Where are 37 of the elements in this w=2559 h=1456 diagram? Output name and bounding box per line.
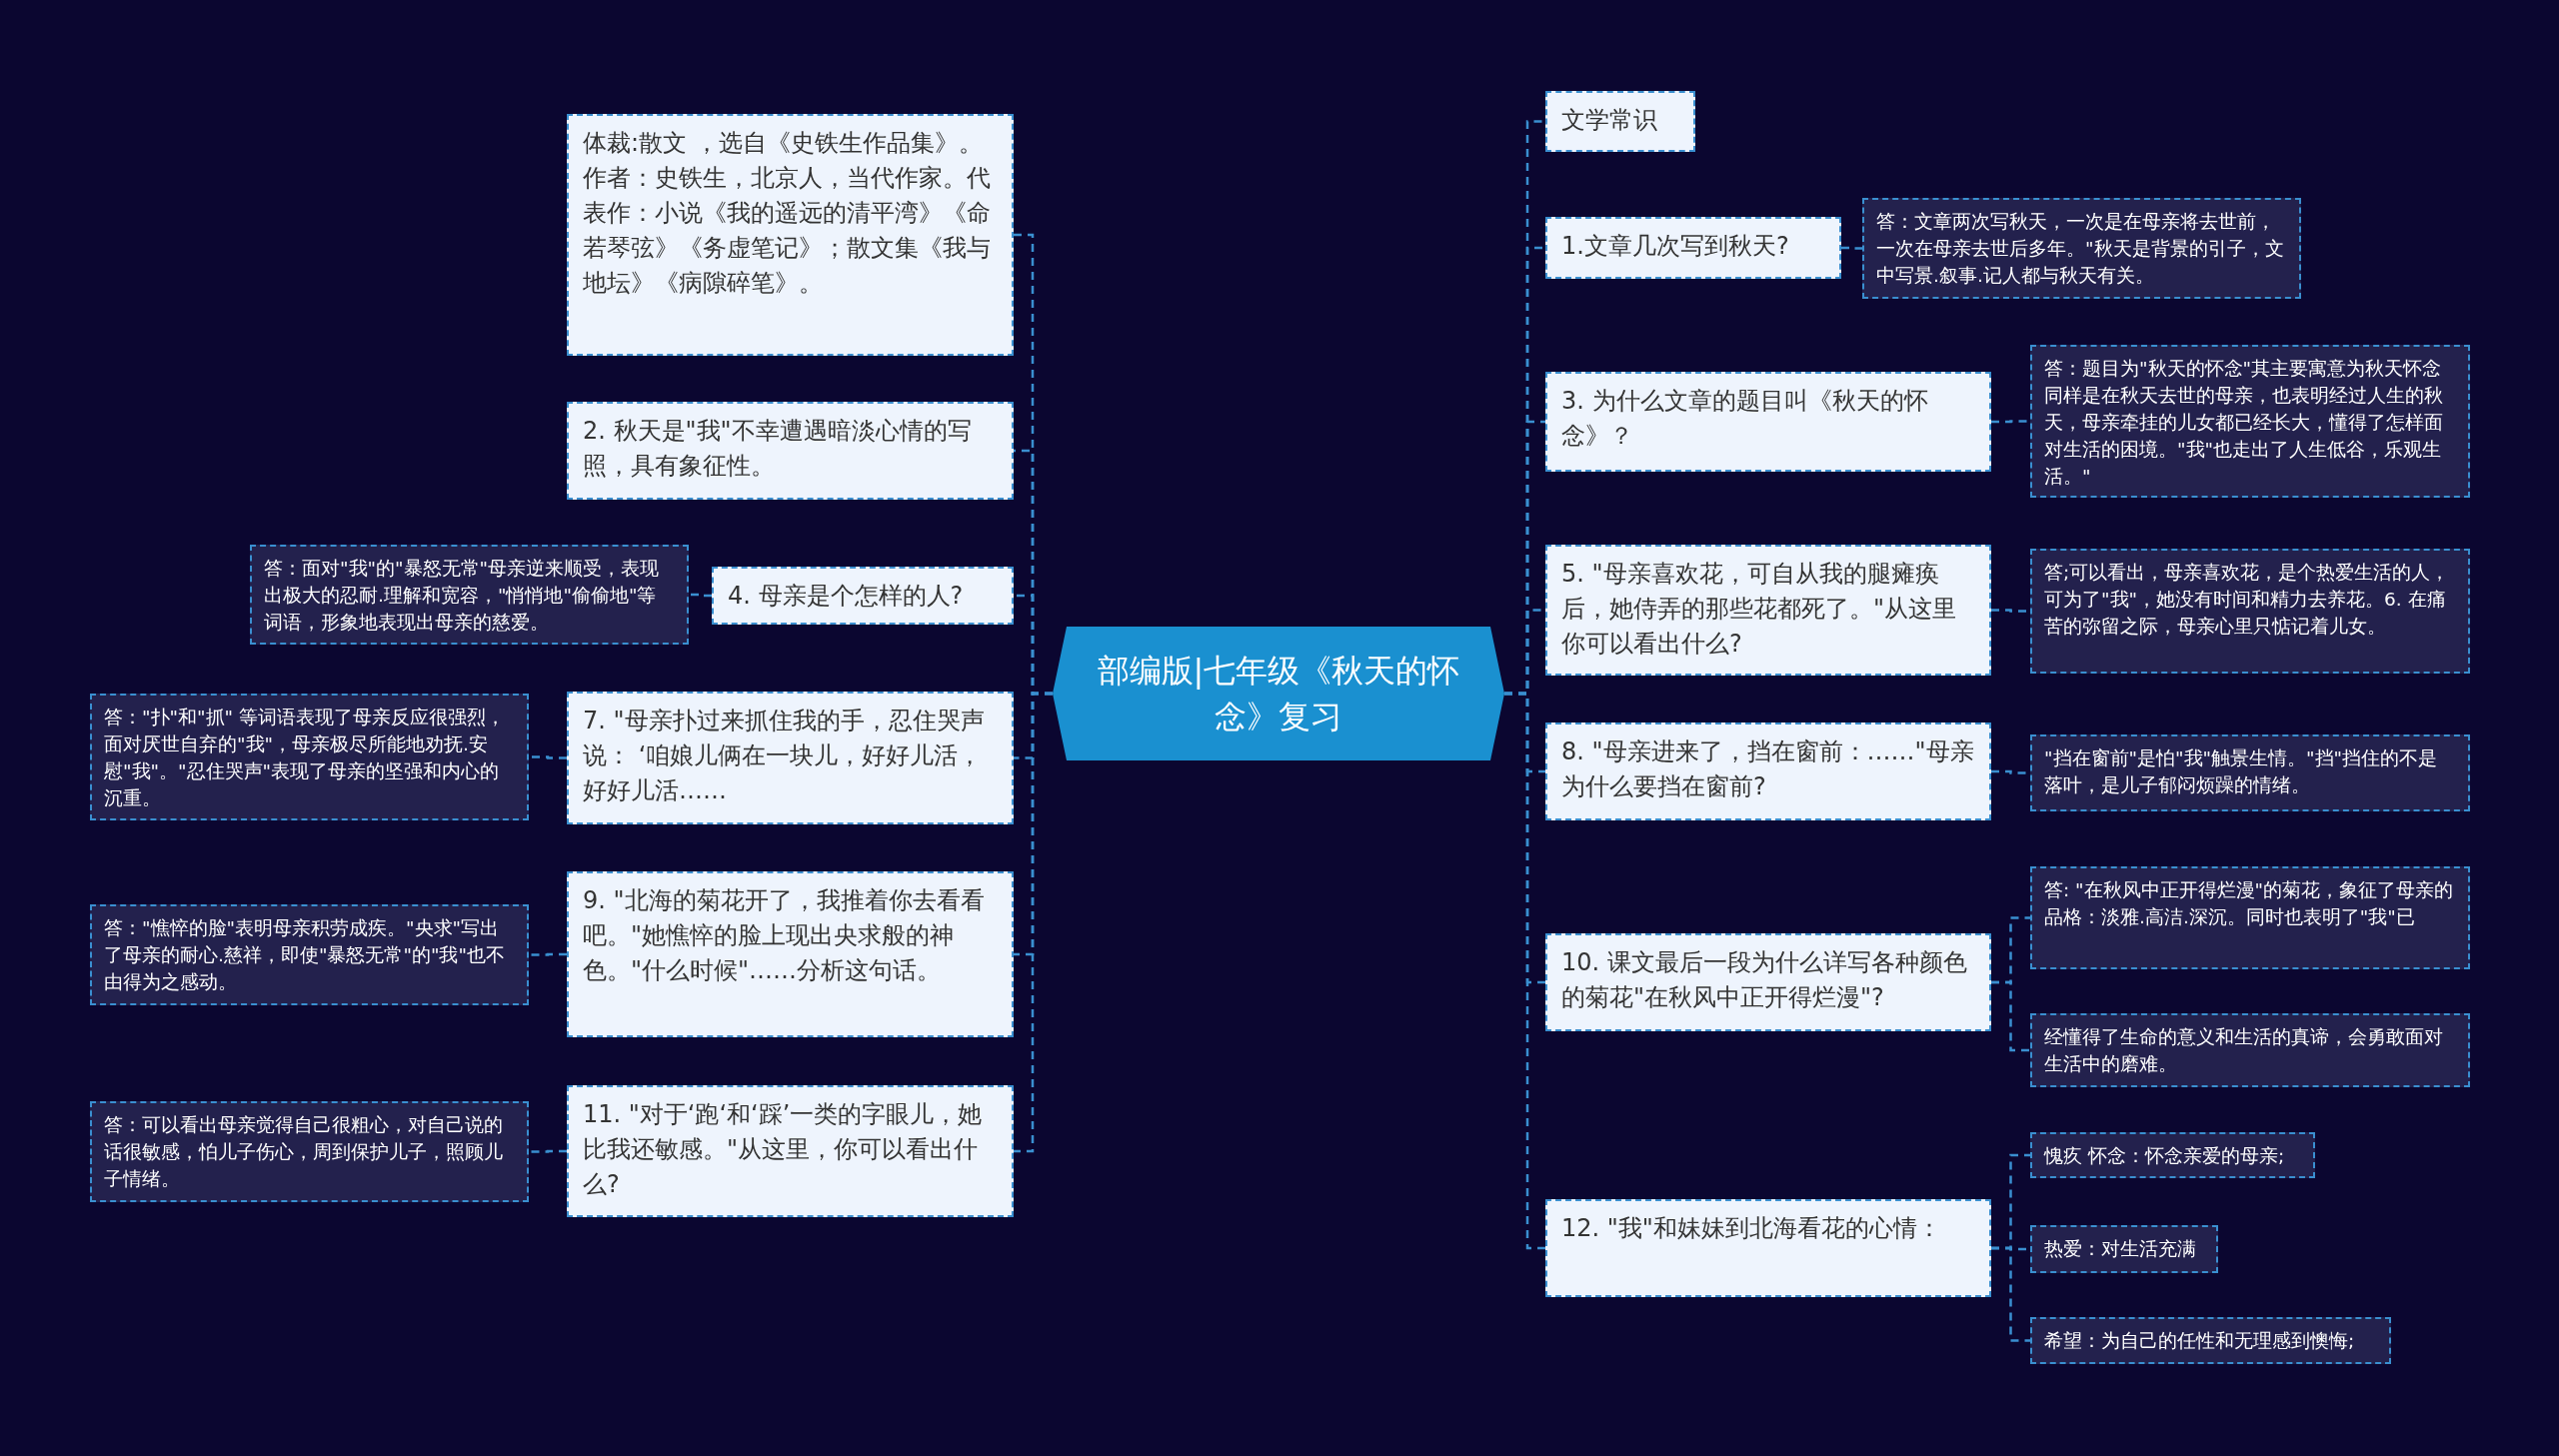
topic-box: 10. 课文最后一段为什么详写各种颜色的菊花"在秋风中正开得烂漫"? [1545, 933, 1991, 1031]
connector-line [529, 755, 567, 759]
connector-line [689, 593, 712, 598]
connector-line [1504, 692, 1545, 1250]
answer-box: 答：可以看出母亲觉得自己很粗心，对自己说的话很敏感，怕儿子伤心，周到保护儿子，照顾儿子情绪。 [90, 1101, 529, 1202]
answer-box: 答："扑"和"抓" 等词语表现了母亲反应很强烈，面对厌世自弃的"我"，母亲极尽所能地劝抚.安慰"我"。"忍住哭声"表现了母亲的坚强和内心的沉重。 [90, 694, 529, 820]
topic-box: 体裁:散文 ，选自《史铁生作品集》。作者：史铁生，北京人，当代作家。代表作：小说《我的遥远的清平湾》《命若琴弦》《务虚笔记》；散文集《我与地坛》《病隙碎笔》。 [567, 114, 1014, 356]
topic-box: 9. "北海的菊花开了，我推着你去看看吧。"她憔悴的脸上现出央求般的神色。"什么时候"……分析这句话。 [567, 871, 1014, 1037]
answer-box: 希望：为自己的任性和无理感到懊悔; [2030, 1317, 2391, 1364]
topic-box: 12. "我"和妹妹到北海看花的心情： [1545, 1199, 1991, 1297]
answer-box: 答：面对"我"的"暴怒无常"母亲逆来顺受，表现出极大的忍耐.理解和宽容，"悄悄地"偷偷地"等词语，形象地表现出母亲的慈爱。 [250, 545, 689, 645]
answer-box: 热爱：对生活充满 [2030, 1225, 2218, 1273]
connector-line [1991, 980, 2030, 1052]
answer-box: 答: "在秋风中正开得烂漫"的菊花，象征了母亲的品格：淡雅.高洁.深沉。同时也表明了"我"已 [2030, 866, 2470, 969]
connector-line [1991, 1246, 2030, 1342]
topic-box: 8. "母亲进来了，挡在窗前：……"母亲为什么要挡在窗前? [1545, 723, 1991, 820]
connector-line [1991, 420, 2030, 424]
answer-box: 答："憔悴的脸"表明母亲积劳成疾。"央求"写出了母亲的耐心.慈祥，即使"暴怒无常"的"我"也不由得为之感动。 [90, 904, 529, 1005]
answer-box: "挡在窗前"是怕"我"触景生情。"挡"挡住的不是落叶，是儿子郁闷烦躁的情绪。 [2030, 734, 2470, 811]
topic-box: 文学常识 [1545, 91, 1695, 152]
topic-box: 11. "对于‘跑‘和‘踩’一类的字眼儿，她比我还敏感。"从这里，你可以看出什么? [567, 1085, 1014, 1217]
answer-box: 经懂得了生命的意义和生活的真谛，会勇敢面对生活中的磨难。 [2030, 1013, 2470, 1087]
answer-box: 答：题目为"秋天的怀念"其主要寓意为秋天怀念同样是在秋天去世的母亲，也表明经过人生的秋天，母亲牵挂的儿女都已经长大，懂得了怎样面对生活的困境。"我"也走出了人生低谷，乐观生活。" [2030, 345, 2470, 498]
topic-box: 2. 秋天是"我"不幸遭遇暗淡心情的写照，具有象征性。 [567, 402, 1014, 500]
topic-box: 7. "母亲扑过来抓住我的手，忍住哭声说： ‘咱娘儿俩在一块儿，好好儿活，好好儿活…… [567, 692, 1014, 824]
connector-line [1841, 246, 1862, 250]
connector-line [529, 1149, 567, 1153]
central-topic: 部编版|七年级《秋天的怀念》复习 [1053, 627, 1504, 760]
answer-box: 答：文章两次写秋天，一次是在母亲将去世前，一次在母亲去世后多年。"秋天是背景的引子，文中写景.叙事.记人都与秋天有关。 [1862, 198, 2301, 299]
answer-box: 答;可以看出，母亲喜欢花，是个热爱生活的人，可为了"我"，她没有时间和精力去养花。6. 在痛苦的弥留之际，母亲心里只惦记着儿女。 [2030, 549, 2470, 674]
connector-line [529, 952, 567, 956]
connector-line [1014, 692, 1053, 1153]
topic-box: 4. 母亲是个怎样的人? [712, 567, 1014, 625]
topic-box: 5. "母亲喜欢花，可自从我的腿瘫痪后，她侍弄的那些花都死了。"从这里你可以看出什么? [1545, 545, 1991, 676]
topic-box: 1.文章几次写到秋天? [1545, 217, 1841, 279]
topic-box: 3. 为什么文章的题目叫《秋天的怀念》？ [1545, 372, 1991, 472]
answer-box: 愧疚 怀念：怀念亲爱的母亲; [2030, 1132, 2315, 1178]
